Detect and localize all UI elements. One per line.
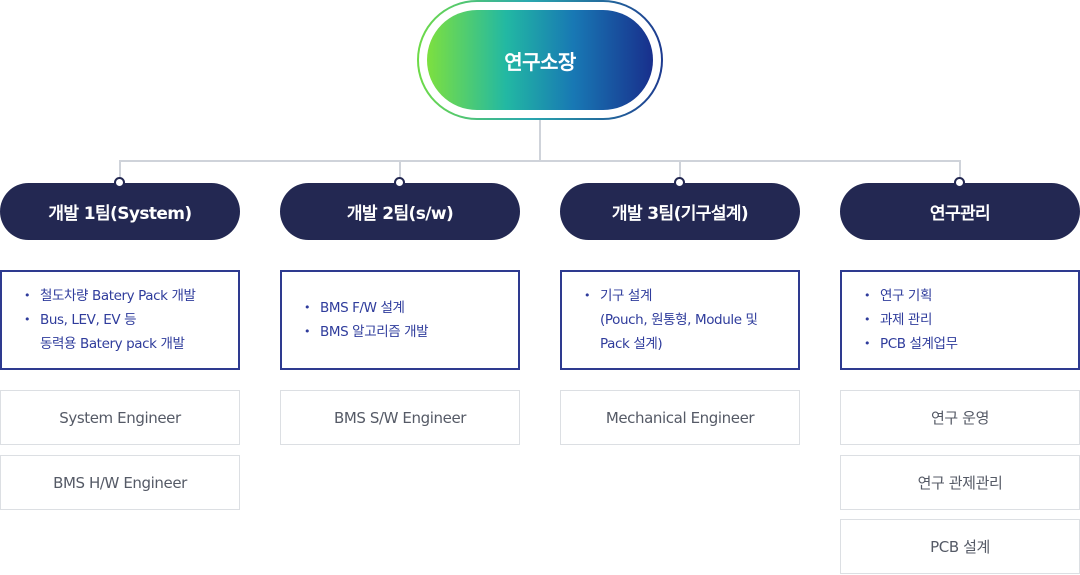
connector-drop-3 xyxy=(679,160,681,183)
role-box: BMS H/W Engineer xyxy=(0,455,240,510)
connector-dot-4 xyxy=(954,177,965,188)
connector-horizontal xyxy=(119,160,961,162)
team-label: 개발 1팀(System) xyxy=(48,204,192,224)
root-node: 연구소장 xyxy=(417,0,663,120)
duty-list: 기구 설계 (Pouch, 원통형, Module 및 Pack 설계) xyxy=(584,284,788,356)
role-box: PCB 설계 xyxy=(840,519,1080,574)
team-node-4: 연구관리 xyxy=(840,183,1080,240)
duty-item: BMS 알고리즘 개발 xyxy=(304,320,508,344)
root-node-ring: 연구소장 xyxy=(419,2,661,118)
duty-list: 철도차량 Batery Pack 개발 Bus, LEV, EV 등 동력용 B… xyxy=(24,284,228,356)
connector-drop-4 xyxy=(959,160,961,183)
role-box: 연구 운영 xyxy=(840,390,1080,445)
role-box: System Engineer xyxy=(0,390,240,445)
team-label: 개발 3팀(기구설계) xyxy=(611,204,749,224)
duty-box-3: 기구 설계 (Pouch, 원통형, Module 및 Pack 설계) xyxy=(560,270,800,370)
duty-box-2: BMS F/W 설계 BMS 알고리즘 개발 xyxy=(280,270,520,370)
connector-dot-1 xyxy=(114,177,125,188)
root-label: 연구소장 xyxy=(504,49,576,74)
duty-item: 연구 기획 xyxy=(864,284,1068,308)
connector-dot-3 xyxy=(674,177,685,188)
duty-item: 철도차량 Batery Pack 개발 xyxy=(24,284,228,308)
connector-root-stem xyxy=(539,120,541,161)
root-node-pill: 연구소장 xyxy=(427,10,653,110)
team-label: 개발 2팀(s/w) xyxy=(346,204,454,224)
duty-list: BMS F/W 설계 BMS 알고리즘 개발 xyxy=(304,296,508,344)
team-node-1: 개발 1팀(System) xyxy=(0,183,240,240)
role-box: Mechanical Engineer xyxy=(560,390,800,445)
duty-item: 과제 관리 xyxy=(864,308,1068,332)
connector-drop-1 xyxy=(119,160,121,183)
duty-item: BMS F/W 설계 xyxy=(304,296,508,320)
duty-item: PCB 설계업무 xyxy=(864,332,1068,356)
duty-list: 연구 기획 과제 관리 PCB 설계업무 xyxy=(864,284,1068,356)
connector-drop-2 xyxy=(399,160,401,183)
duty-box-1: 철도차량 Batery Pack 개발 Bus, LEV, EV 등 동력용 B… xyxy=(0,270,240,370)
team-label: 연구관리 xyxy=(929,204,991,224)
role-box: BMS S/W Engineer xyxy=(280,390,520,445)
connector-dot-2 xyxy=(394,177,405,188)
duty-item: Bus, LEV, EV 등 동력용 Batery pack 개발 xyxy=(24,308,228,356)
duty-box-4: 연구 기획 과제 관리 PCB 설계업무 xyxy=(840,270,1080,370)
role-box: 연구 관제관리 xyxy=(840,455,1080,510)
duty-item: 기구 설계 (Pouch, 원통형, Module 및 Pack 설계) xyxy=(584,284,788,356)
team-node-2: 개발 2팀(s/w) xyxy=(280,183,520,240)
team-node-3: 개발 3팀(기구설계) xyxy=(560,183,800,240)
